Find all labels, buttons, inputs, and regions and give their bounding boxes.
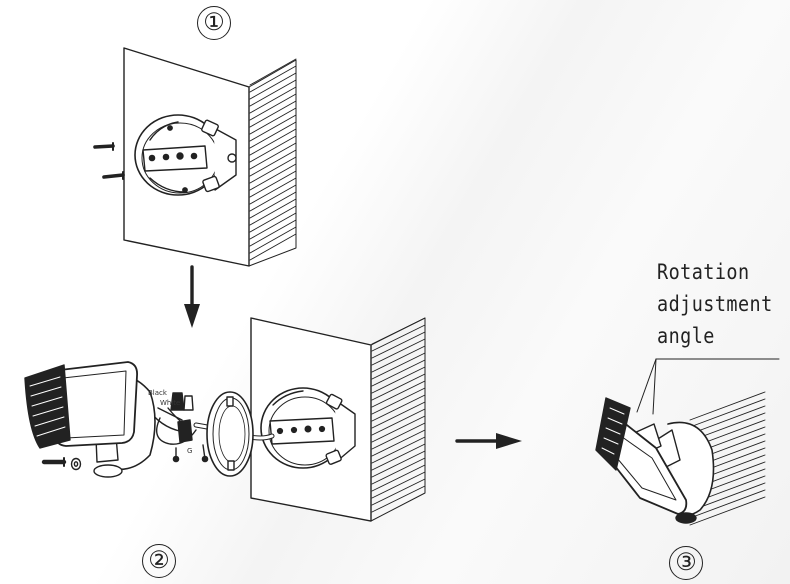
siding-line (371, 450, 426, 478)
siding-line (249, 184, 297, 212)
callout-leader-lines (636, 358, 780, 415)
siding-line (249, 128, 297, 156)
siding-line (371, 415, 426, 443)
step2-screw (41, 457, 67, 467)
down-arrow (184, 265, 200, 328)
siding-line (371, 478, 426, 506)
step-3-marker: ③ (669, 546, 703, 580)
wire-label-black: Black (148, 389, 167, 397)
siding-line (371, 436, 426, 464)
siding-line (371, 401, 426, 429)
siding-line (249, 219, 297, 247)
siding-line (371, 324, 426, 352)
siding-line (249, 177, 297, 205)
siding-line (371, 338, 426, 366)
siding-line (371, 359, 426, 387)
siding-line (371, 317, 426, 345)
siding-line (249, 226, 297, 254)
step-2-marker: ② (142, 544, 176, 578)
siding-line (249, 107, 297, 135)
siding-line (371, 422, 426, 450)
siding-line (249, 100, 297, 128)
siding-line (371, 331, 426, 359)
siding-line (371, 485, 426, 513)
siding-line (249, 93, 297, 121)
siding-line (371, 471, 426, 499)
step1-screw-lower (102, 171, 125, 180)
siding-line (689, 398, 766, 428)
siding-line (249, 142, 297, 170)
siding-line (689, 405, 766, 435)
step2-washer (70, 457, 82, 471)
siding-line (249, 121, 297, 149)
siding-line (249, 205, 297, 233)
siding-line (689, 391, 766, 421)
wire-label-white: White (160, 399, 181, 407)
siding-line (371, 408, 426, 436)
siding-line (249, 72, 297, 100)
step3-mounted-floodlight (595, 397, 715, 524)
step-1-marker: ① (197, 6, 231, 40)
siding-line (371, 394, 426, 422)
siding-line (249, 170, 297, 198)
siding-line (371, 387, 426, 415)
step2-junction-box (260, 387, 356, 469)
step1-junction-box (134, 114, 237, 196)
step1-screw-upper (93, 142, 115, 151)
siding-line (249, 233, 297, 261)
siding-line (249, 65, 297, 93)
siding-line (249, 198, 297, 226)
step1-siding-lines (249, 58, 297, 261)
siding-line (689, 489, 766, 519)
siding-line (689, 496, 766, 526)
wire-label-ground: G (187, 447, 193, 455)
siding-line (371, 443, 426, 471)
siding-line (249, 58, 297, 86)
siding-line (371, 373, 426, 401)
siding-line (371, 345, 426, 373)
siding-line (249, 114, 297, 142)
siding-line (249, 212, 297, 240)
step2-mounting-plate (206, 391, 254, 477)
siding-line (249, 163, 297, 191)
siding-line (371, 380, 426, 408)
step2-siding-lines (371, 317, 426, 513)
siding-line (249, 135, 297, 163)
siding-line (249, 79, 297, 107)
siding-line (249, 191, 297, 219)
siding-line (371, 352, 426, 380)
siding-line (249, 149, 297, 177)
siding-line (371, 457, 426, 485)
callout-line-3: angle (657, 324, 715, 348)
right-arrow (455, 433, 522, 449)
siding-line (249, 86, 297, 114)
step2-floodlight (24, 361, 156, 478)
callout-line-1: Rotation (657, 260, 750, 284)
callout-line-2: adjustment (657, 292, 773, 316)
siding-line (371, 429, 426, 457)
rotation-callout: Rotation adjustment angle (657, 256, 773, 352)
siding-line (371, 464, 426, 492)
siding-line (249, 156, 297, 184)
siding-line (371, 366, 426, 394)
step1-wall-siding (248, 59, 297, 267)
